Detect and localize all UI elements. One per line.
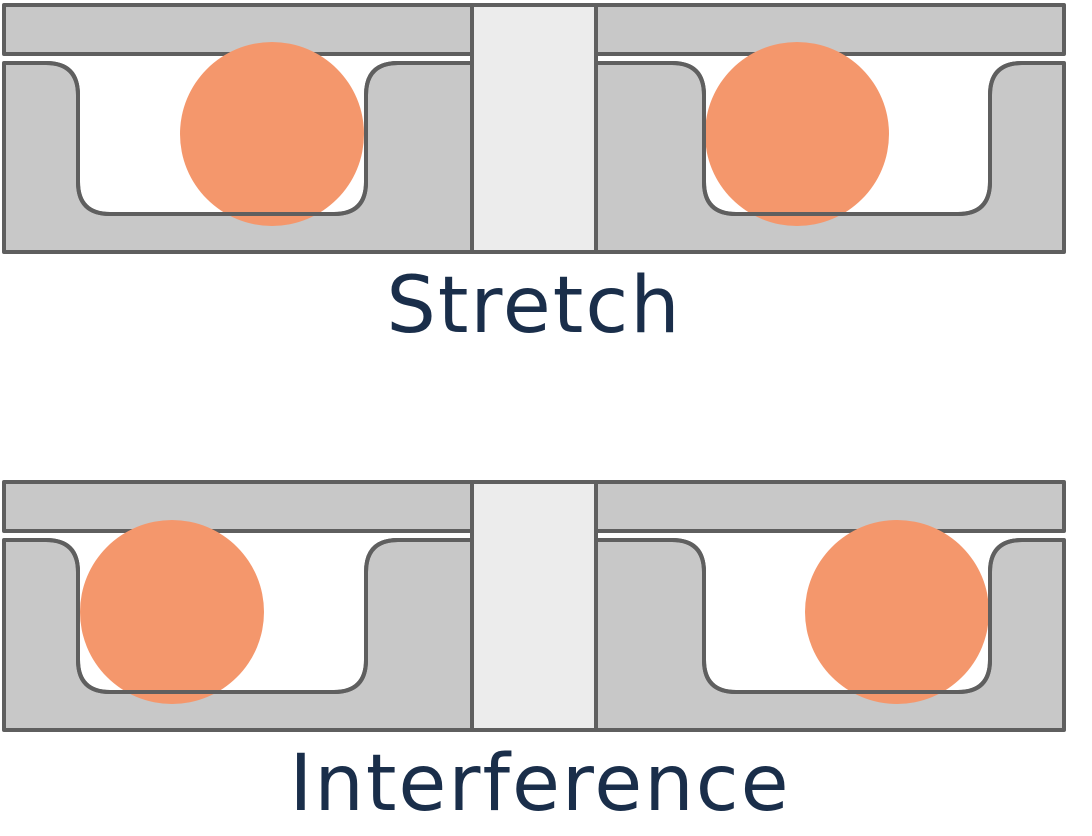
oring-left [180,42,364,226]
left-groove-outline [4,61,472,216]
top-plate-left [2,3,474,56]
right-groove-outline [596,61,1064,216]
right-groove-outline [596,538,1064,694]
top-plate-right [594,480,1066,533]
top-plate-right [594,3,1066,56]
left-groove-outline [4,538,472,694]
oring-left [80,520,264,704]
oring-right [705,42,889,226]
oring-right [805,520,989,704]
stretch-panel: Stretch [2,3,1066,351]
center-shaft [470,480,598,732]
caption-interference: Interference [289,739,790,829]
center-shaft [470,3,598,254]
interference-panel: Interference [2,480,1066,829]
top-plate-left [2,480,474,533]
caption-stretch: Stretch [386,261,681,351]
